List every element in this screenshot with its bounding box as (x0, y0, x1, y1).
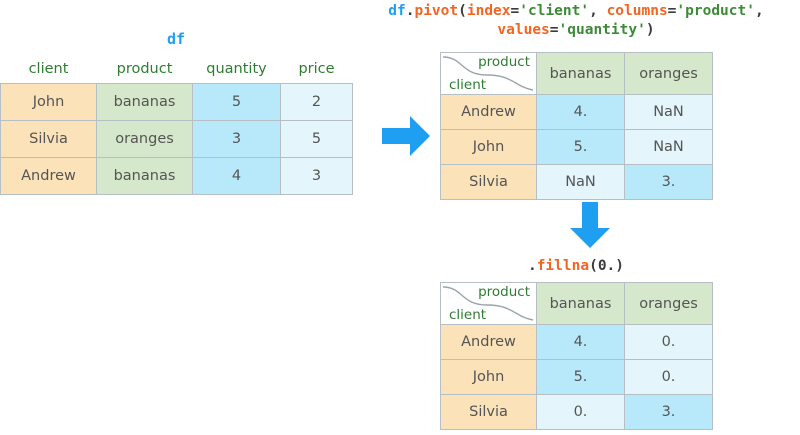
pivot-index-cell: Andrew (440, 94, 537, 130)
fillna-value-cell: 0. (624, 359, 713, 395)
fillna-value-cell: 5. (536, 359, 625, 395)
source-cell-price: 3 (280, 156, 353, 195)
fillna-value-cell: 4. (536, 324, 625, 360)
pivot-corner-index-label: client (449, 77, 487, 93)
df-label: df (166, 30, 186, 48)
source-col-header-quantity: quantity (206, 60, 267, 77)
corner-divider-icon (442, 286, 534, 321)
fillna-value-cell: 0. (624, 324, 713, 360)
pivot-value-cell: 5. (536, 129, 625, 165)
source-cell-client: Andrew (0, 156, 97, 195)
source-cell-quantity: 3 (192, 119, 281, 158)
source-cell-price: 2 (280, 82, 353, 121)
corner-divider-icon (442, 56, 534, 91)
source-cell-product: oranges (96, 119, 193, 158)
code-token: index (466, 3, 511, 19)
source-col-header-price: price (298, 60, 335, 77)
pivot-result-table: product client bananas oranges Andrew 4.… (440, 52, 713, 200)
table-row: Silvia 0. 3. (440, 394, 713, 430)
pivot-index-cell: Silvia (440, 164, 537, 200)
table-row: Andrew 4. 0. (440, 324, 713, 360)
table-row: Silvia oranges 3 5 (0, 119, 353, 158)
arrow-right-icon (380, 112, 432, 160)
table-row: John 5. 0. (440, 359, 713, 395)
code-token: ( (458, 3, 467, 19)
code-token: (0.) (589, 258, 625, 274)
table-row: John bananas 5 2 (0, 82, 353, 121)
pivot-code-line1: df.pivot(index='client', columns='produc… (352, 3, 800, 19)
pivot-code-line2: values='quantity') (352, 22, 800, 38)
source-col-header-client: client (28, 60, 69, 77)
fillna-col-header-oranges: oranges (624, 282, 713, 325)
fillna-corner-cell: product client (440, 282, 537, 325)
fillna-header-row: product client bananas oranges (440, 282, 713, 325)
pivot-value-cell: NaN (536, 164, 625, 200)
code-token: columns (606, 3, 668, 19)
code-token: 'product' (676, 3, 755, 19)
fillna-corner-index-label: client (449, 307, 487, 323)
pivot-value-cell: 4. (536, 94, 625, 130)
pivot-index-cell: John (440, 129, 537, 165)
code-token: . (405, 3, 415, 19)
table-row: Andrew 4. NaN (440, 94, 713, 130)
code-token: values (497, 22, 550, 38)
pivot-value-cell: NaN (624, 129, 713, 165)
source-col-header-product: product (116, 60, 173, 77)
code-token: = (510, 3, 520, 19)
code-token: pivot (414, 3, 459, 19)
source-table-header-row: client product quantity price (1, 55, 353, 83)
code-token: fillna (536, 258, 590, 274)
code-token: ) (645, 22, 655, 38)
code-token: = (549, 22, 559, 38)
source-cell-product: bananas (96, 156, 193, 195)
pivot-corner-columns-label: product (478, 54, 530, 70)
pivot-corner-cell: product client (440, 52, 537, 95)
code-token: 'quantity' (558, 22, 646, 38)
source-cell-client: John (0, 82, 97, 121)
code-token: = (667, 3, 677, 19)
fillna-result-table: product client bananas oranges Andrew 4.… (440, 282, 713, 430)
fillna-corner-columns-label: product (478, 284, 530, 300)
fillna-value-cell: 0. (536, 394, 625, 430)
fillna-col-header-bananas: bananas (536, 282, 625, 325)
pivot-col-header-bananas: bananas (536, 52, 625, 95)
fillna-index-cell: Andrew (440, 324, 537, 360)
pivot-col-header-oranges: oranges (624, 52, 713, 95)
table-row: Silvia NaN 3. (440, 164, 713, 200)
source-cell-price: 5 (280, 119, 353, 158)
fillna-code-line1: .fillna(0.) (440, 258, 712, 274)
source-cell-product: bananas (96, 82, 193, 121)
pivot-value-cell: NaN (624, 94, 713, 130)
pivot-header-row: product client bananas oranges (440, 52, 713, 95)
code-token: df (388, 3, 406, 19)
table-row: John 5. NaN (440, 129, 713, 165)
code-token: 'client' (519, 3, 590, 19)
source-cell-quantity: 5 (192, 82, 281, 121)
fillna-value-cell: 3. (624, 394, 713, 430)
code-token: . (527, 258, 537, 274)
table-row: Andrew bananas 4 3 (0, 156, 353, 195)
source-cell-client: Silvia (0, 119, 97, 158)
code-token: , (754, 3, 764, 19)
source-dataframe-table: client product quantity price John banan… (0, 55, 353, 195)
fillna-index-cell: Silvia (440, 394, 537, 430)
code-token: , (589, 3, 607, 19)
arrow-down-icon (566, 200, 614, 250)
fillna-index-cell: John (440, 359, 537, 395)
source-cell-quantity: 4 (192, 156, 281, 195)
pivot-value-cell: 3. (624, 164, 713, 200)
